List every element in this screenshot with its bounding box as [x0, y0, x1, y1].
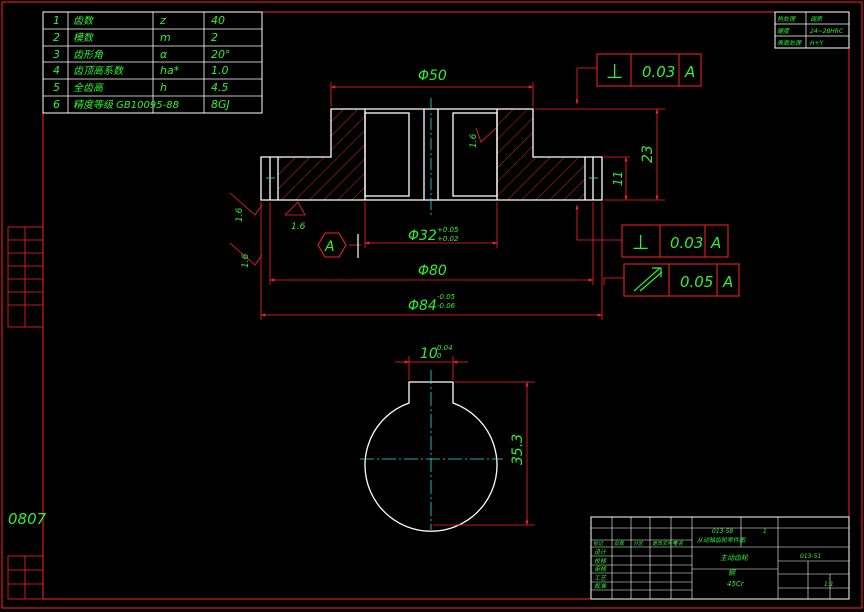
param-row-symbol: h — [160, 81, 167, 94]
dim-key10: 10 — [420, 346, 438, 362]
dim-d84: Φ84 — [408, 298, 437, 314]
param-row-no: 2 — [53, 31, 60, 44]
revision-header: 更改文件号 — [652, 540, 678, 547]
title-role: 审核 — [594, 565, 607, 573]
tr-value: H+Y — [810, 40, 825, 47]
svg-text:013-51: 013-51 — [800, 553, 821, 560]
title-role: 设计 — [594, 548, 607, 556]
param-row-name: 齿形角 — [73, 49, 104, 61]
tr-label: 表面处理 — [777, 39, 802, 47]
svg-text:A: A — [684, 63, 695, 81]
param-row-value: 4.5 — [211, 81, 229, 94]
side-number: 0807 — [8, 510, 47, 528]
param-row-no: 1 — [53, 14, 60, 27]
gear-section — [260, 98, 603, 218]
tolerance-frame-1: ⊥ 0.03 A — [596, 53, 702, 87]
param-row-value: 20° — [211, 48, 231, 61]
param-row-no: 6 — [53, 98, 60, 111]
param-row-value: 2 — [211, 31, 218, 44]
svg-text:0.05: 0.05 — [680, 273, 713, 291]
roughness-3: 1.6 — [291, 222, 306, 232]
revision-header: 处数 — [614, 540, 625, 547]
tr-label: 热处理 — [777, 15, 796, 23]
svg-text:0.03: 0.03 — [642, 63, 675, 81]
param-row-no: 4 — [53, 64, 60, 77]
svg-text:钢: 钢 — [728, 569, 736, 577]
svg-text:A: A — [722, 273, 733, 291]
dim-d50: Φ50 — [418, 68, 447, 84]
dim-h23: 23 — [640, 145, 656, 163]
param-row-name: 齿数 — [73, 15, 95, 27]
roughness-2: 1.6 — [241, 253, 251, 268]
param-row-no: 5 — [53, 81, 60, 94]
roughness-4: 1.6 — [469, 133, 479, 148]
tr-value: 调质 — [810, 15, 823, 23]
param-row-name: 模数 — [73, 32, 95, 44]
tr-value: 24~28HRC — [810, 28, 844, 35]
dim-h11: 11 — [611, 171, 625, 186]
param-table: 1 齿数 z 40 2 模数 m 2 3 齿形角 α 20° 4 齿顶高系数 ha* 1.0 5 全齿高 h 4.5 6… — [42, 11, 263, 114]
dim-key353: 35.3 — [510, 434, 526, 465]
dim-key10-tol-upper: 0.04 — [437, 344, 453, 352]
param-row-value: 8GJ — [211, 98, 230, 111]
title-role: 校核 — [594, 557, 607, 565]
left-binding-strip — [7, 226, 44, 600]
param-row-value: 1.0 — [211, 64, 229, 77]
svg-text:A: A — [710, 234, 721, 252]
svg-text:1: 1 — [763, 528, 767, 535]
param-row-symbol: m — [160, 31, 171, 44]
dim-d32: Φ32 — [408, 228, 437, 244]
param-row-symbol: ha* — [160, 64, 180, 77]
revision-header: 标记 — [593, 540, 604, 547]
svg-text:1:1: 1:1 — [824, 581, 834, 588]
tr-label: 硬度 — [777, 27, 790, 35]
dimension-lines — [260, 67, 665, 320]
title-role: 工艺 — [594, 574, 607, 582]
datum-hexagon — [317, 232, 347, 258]
svg-text:主动齿轮: 主动齿轮 — [720, 554, 749, 562]
param-row-symbol: z — [159, 14, 166, 27]
datum-label: A — [324, 239, 335, 255]
svg-text:013-58: 013-58 — [712, 528, 733, 535]
dim-key10-tol-lower: 0 — [437, 352, 442, 360]
param-row-name: 全齿高 — [73, 82, 105, 94]
param-row-name: 精度等级 GB10095-88 — [73, 99, 179, 111]
svg-text:0.03: 0.03 — [670, 234, 703, 252]
title-role: 批准 — [594, 582, 607, 590]
param-row-symbol: α — [160, 48, 168, 61]
perpendicularity-icon: ⊥ — [606, 59, 623, 83]
runout-icon — [633, 267, 663, 292]
param-row-value: 40 — [211, 14, 225, 27]
revision-header: 分区 — [633, 540, 644, 547]
title-block: 013-58 从动轴齿轮零件图 1 主动齿轮 钢 45Cr 013-51 1:1… — [590, 516, 850, 600]
revision-header: 签名 — [673, 540, 684, 547]
dim-d84-tol-upper: -0.05 — [437, 293, 456, 301]
svg-text:从动轴齿轮零件图: 从动轴齿轮零件图 — [697, 536, 746, 544]
dim-d32-tol-lower: +0.02 — [437, 235, 459, 243]
svg-text:45Cr: 45Cr — [727, 580, 745, 588]
tolerance-frame-2: ⊥ 0.03 A — [621, 224, 729, 258]
param-row-no: 3 — [53, 48, 60, 61]
keyway-view — [360, 356, 535, 532]
perpendicularity-icon-2: ⊥ — [632, 230, 649, 254]
tolerance-frame-3: 0.05 A — [623, 263, 740, 297]
dim-d32-tol-upper: +0.05 — [437, 226, 459, 234]
roughness-1: 1.6 — [235, 207, 245, 222]
param-row-name: 齿顶高系数 — [73, 65, 125, 77]
roughness-symbols — [229, 127, 497, 266]
dim-d80: Φ80 — [418, 263, 447, 279]
dim-d84-tol-lower: -0.06 — [437, 302, 456, 310]
